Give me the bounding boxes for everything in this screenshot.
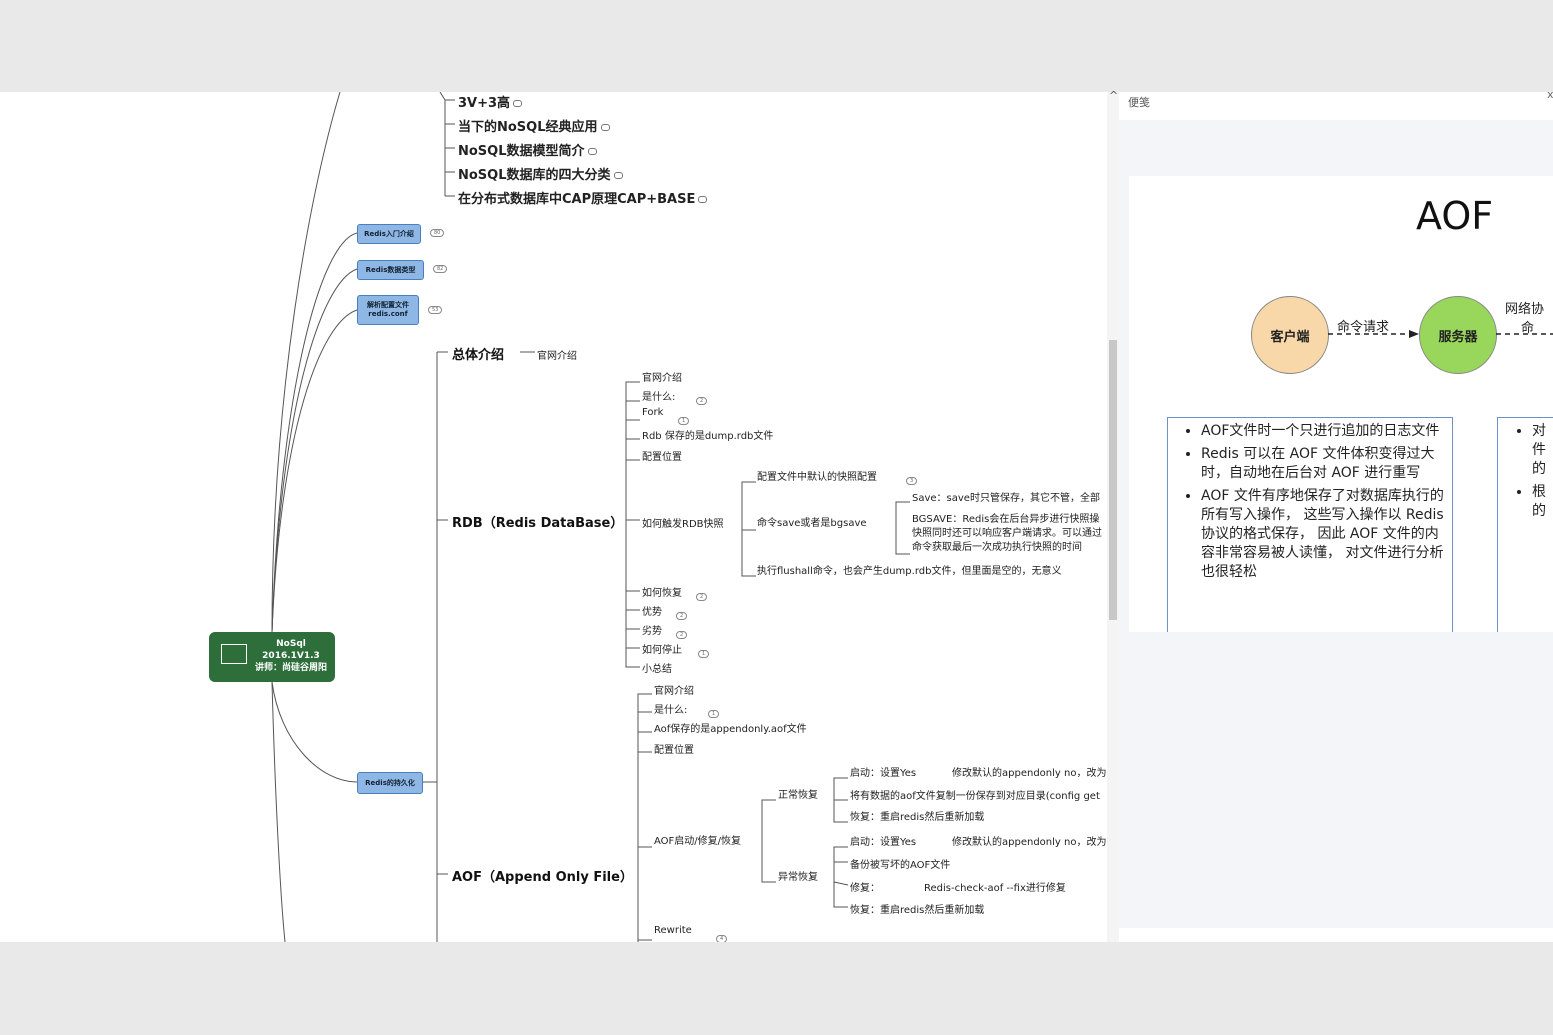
flow-arrows [1328, 330, 1553, 338]
rdb-pros[interactable]: 优势 [642, 607, 662, 618]
badge-rdb-stop: 1 [698, 650, 710, 658]
aof-normal-1[interactable]: 启动：设置Yes [850, 768, 917, 779]
node-aof[interactable]: AOF（Append Only File） [452, 870, 633, 885]
aof-slide: AOF 客户端 服务器 命令请求 网络协 命 AOF文件时一个只进行追加的日志文… [1129, 176, 1553, 632]
badge-redis-intro: 80 [430, 229, 445, 237]
rdb-trigger-default[interactable]: 配置文件中默认的快照配置 [757, 472, 877, 483]
root-version: 2016.1V1.3 [262, 651, 320, 661]
rdb-flushall[interactable]: 执行flushall命令，也会产生dump.rdb文件，但里面是空的，无意义 [757, 566, 1062, 577]
topic-cap-base[interactable]: 在分布式数据库中CAP原理CAP+BASE [458, 188, 708, 207]
aof-normal-1-detail[interactable]: 修改默认的appendonly no，改为 [952, 768, 1107, 779]
aof-normal-3[interactable]: 恢复：重启redis然后重新加载 [850, 812, 985, 823]
section-redis-persistence[interactable]: Redis的持久化 [357, 772, 423, 794]
badge-redis-conf: 53 [428, 306, 443, 314]
node-rdb[interactable]: RDB（Redis DataBase） [452, 516, 624, 531]
rdb-saves[interactable]: Rdb 保存的是dump.rdb文件 [642, 431, 774, 442]
rdb-restore[interactable]: 如何恢复 [642, 588, 682, 599]
badge-rdb-fork: 1 [678, 417, 690, 425]
rdb-fork[interactable]: Fork [642, 407, 664, 418]
topic-nosql-models[interactable]: NoSQL数据模型简介 [458, 140, 597, 159]
root-lecturer: 讲师：尚硅谷周阳 [254, 663, 327, 673]
rdb-trigger-cmd[interactable]: 命令save或者是bgsave [757, 518, 867, 529]
notes-content: AOF 客户端 服务器 命令请求 网络协 命 AOF文件时一个只进行追加的日志文… [1119, 120, 1553, 928]
rdb-bgsave-desc-1[interactable]: BGSAVE：Redis会在后台异步进行快照操 [912, 514, 1100, 525]
root-title: NoSql [276, 639, 306, 649]
badge-rdb-restore: 2 [696, 593, 708, 601]
aof-intro[interactable]: 官网介绍 [654, 686, 694, 697]
rdb-trigger[interactable]: 如何触发RDB快照 [642, 519, 724, 530]
topic-nosql-apps[interactable]: 当下的NoSQL经典应用 [458, 116, 610, 135]
server-circle: 服务器 [1419, 296, 1497, 374]
chart-logo-icon [221, 644, 247, 664]
section-redis-intro[interactable]: Redis入门介绍 [357, 224, 421, 244]
aof-abnormal-1-detail[interactable]: 修改默认的appendonly no，改为 [952, 837, 1107, 848]
aof-config[interactable]: 配置位置 [654, 745, 694, 756]
section-redis-conf[interactable]: 解析配置文件 redis.conf [357, 295, 419, 325]
node-overview[interactable]: 总体介绍 [452, 348, 505, 363]
scrollbar-thumb[interactable] [1109, 340, 1117, 620]
aof-rewrite[interactable]: Rewrite [654, 925, 692, 936]
badge-rdb-trigger-default: 3 [906, 477, 918, 485]
aof-what[interactable]: 是什么: [654, 705, 688, 716]
bullet-left-1: AOF文件时一个只进行追加的日志文件 [1201, 422, 1448, 441]
aof-abnormal[interactable]: 异常恢复 [778, 872, 818, 883]
rdb-summary[interactable]: 小总结 [642, 664, 672, 675]
topic-3v3[interactable]: 3V+3高 [458, 92, 523, 111]
section-redis-types[interactable]: Redis数据类型 [357, 260, 424, 280]
aof-abnormal-1[interactable]: 启动：设置Yes [850, 837, 917, 848]
root-node[interactable]: NoSql 2016.1V1.3 讲师：尚硅谷周阳 [209, 632, 335, 682]
bullets-right: 对件的 根的 [1497, 417, 1553, 632]
rdb-bgsave-desc-3[interactable]: 命令获取最后一次成功执行快照的时间 [912, 542, 1082, 553]
aof-normal-2[interactable]: 将有数据的aof文件复制一份保存到对应目录(config get [850, 791, 1100, 802]
aof-abnormal-4[interactable]: 恢复：重启redis然后重新加载 [850, 905, 985, 916]
mindmap-canvas[interactable]: 3V+3高 当下的NoSQL经典应用 NoSQL数据模型简介 NoSQL数据库的… [0, 92, 1107, 942]
badge-redis-types: 82 [433, 265, 448, 273]
request-label: 命令请求 [1337, 320, 1390, 335]
notes-panel: 便笺 x AOF 客户端 服务器 命令请求 网络协 命 AOF文件时一个只进行追… [1119, 92, 1553, 942]
badge-rdb-cons: 2 [676, 631, 688, 639]
protocol-label-1: 网络协 [1505, 302, 1545, 317]
client-circle: 客户端 [1251, 296, 1329, 374]
bullet-right-2: 根的 [1532, 483, 1548, 521]
aof-startup[interactable]: AOF启动/修复/恢复 [654, 836, 742, 847]
aof-saves[interactable]: Aof保存的是appendonly.aof文件 [654, 724, 807, 735]
rdb-bgsave-desc-2[interactable]: 快照同时还可以响应客户端请求。可以通过 [912, 528, 1102, 539]
rdb-config[interactable]: 配置位置 [642, 452, 682, 463]
aof-abnormal-3-detail[interactable]: Redis-check-aof --fix进行修复 [924, 883, 1066, 894]
protocol-label-2: 命 [1521, 321, 1535, 336]
bullet-left-2: Redis 可以在 AOF 文件体积变得过大时，自动地在后台对 AOF 进行重写 [1201, 445, 1448, 483]
rdb-save-desc[interactable]: Save：save时只管保存，其它不管，全部 [912, 493, 1100, 504]
bullet-left-3: AOF 文件有序地保存了对数据库执行的所有写入操作， 这些写入操作以 Redis… [1201, 487, 1448, 582]
bullet-right-1: 对件的 [1532, 422, 1548, 479]
topic-nosql-categories[interactable]: NoSQL数据库的四大分类 [458, 164, 623, 183]
badge-rdb-what: 2 [696, 397, 708, 405]
rdb-cons[interactable]: 劣势 [642, 626, 662, 637]
aof-abnormal-2[interactable]: 备份被写坏的AOF文件 [850, 860, 951, 871]
aof-normal[interactable]: 正常恢复 [778, 790, 818, 801]
badge-rdb-pros: 2 [676, 612, 688, 620]
aof-abnormal-3[interactable]: 修复： [850, 883, 880, 894]
slide-title: AOF [1416, 194, 1494, 238]
rdb-intro[interactable]: 官网介绍 [642, 373, 682, 384]
notes-panel-title: 便笺 [1128, 96, 1150, 109]
badge-aof-rewrite: 4 [716, 935, 728, 942]
close-icon[interactable]: x [1547, 92, 1553, 101]
badge-aof-what: 1 [708, 710, 720, 718]
rdb-stop[interactable]: 如何停止 [642, 645, 682, 656]
connector-lines [271, 92, 910, 942]
bullets-left: AOF文件时一个只进行追加的日志文件 Redis 可以在 AOF 文件体积变得过… [1167, 417, 1453, 632]
node-overview-intro[interactable]: 官网介绍 [537, 351, 577, 362]
rdb-what[interactable]: 是什么: [642, 392, 676, 403]
scroll-up-icon[interactable]: ^ [1109, 89, 1119, 102]
